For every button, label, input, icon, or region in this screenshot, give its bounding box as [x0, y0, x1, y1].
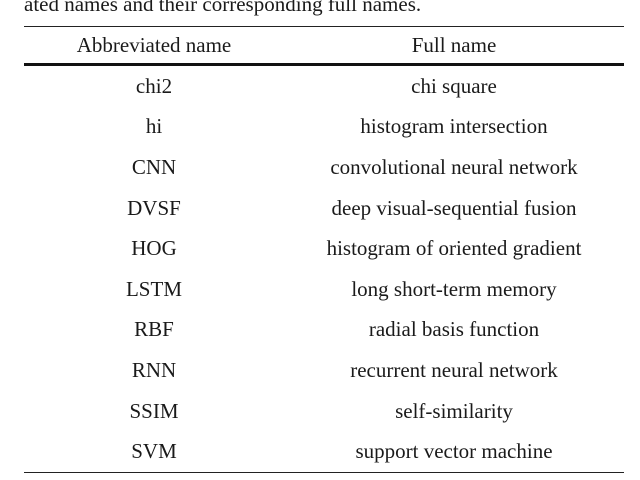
- abbreviation-cell: RBF: [134, 317, 174, 342]
- abbreviation-cell: HOG: [131, 236, 177, 261]
- abbreviation-table-container: Abbreviated name Full name chi2 chi squa…: [24, 26, 624, 473]
- full-name-cell: convolutional neural network: [330, 154, 578, 179]
- table-row: LSTM long short-term memory: [24, 269, 624, 310]
- abbreviation-cell: SSIM: [129, 398, 179, 423]
- table-row: SVM support vector machine: [24, 431, 624, 473]
- table-row: RBF radial basis function: [24, 310, 624, 351]
- table-row: DVSF deep visual-sequential fusion: [24, 188, 624, 229]
- abbreviation-cell: LSTM: [125, 276, 182, 301]
- table-header: Abbreviated name Full name: [24, 26, 624, 66]
- full-name-cell: radial basis function: [368, 317, 540, 342]
- full-name-cell: histogram intersection: [360, 114, 548, 139]
- header-full-name: Full name: [284, 26, 624, 66]
- abbreviation-cell: chi2: [135, 73, 173, 98]
- header-row: Abbreviated name Full name: [24, 26, 624, 66]
- abbreviation-cell: DVSF: [127, 195, 181, 220]
- table-row: hi histogram intersection: [24, 107, 624, 148]
- abbreviation-cell: SVM: [24, 431, 284, 473]
- full-name-cell: long short-term memory: [351, 276, 557, 301]
- table-row: chi2 chi square: [24, 65, 624, 107]
- full-name-cell: self-similarity: [395, 398, 513, 423]
- table-row: RNN recurrent neural network: [24, 350, 624, 391]
- table-row: CNN convolutional neural network: [24, 147, 624, 188]
- header-abbreviated-name: Abbreviated name: [24, 26, 284, 66]
- abbreviation-cell: RNN: [131, 357, 177, 382]
- abbreviation-cell: hi: [145, 114, 163, 139]
- abbreviation-table: Abbreviated name Full name chi2 chi squa…: [24, 26, 624, 473]
- abbreviation-cell: CNN: [131, 154, 177, 179]
- full-name-cell: chi square: [411, 73, 497, 98]
- full-name-cell: support vector machine: [284, 431, 624, 473]
- table-caption: ated names and their corresponding full …: [24, 0, 422, 16]
- table-row: SSIM self-similarity: [24, 391, 624, 432]
- full-name-cell: deep visual-sequential fusion: [331, 195, 577, 220]
- full-name-cell: recurrent neural network: [350, 357, 558, 382]
- full-name-cell: histogram of oriented gradient: [326, 236, 582, 261]
- table-row: HOG histogram of oriented gradient: [24, 228, 624, 269]
- table-body: chi2 chi square hi histogram intersectio…: [24, 65, 624, 473]
